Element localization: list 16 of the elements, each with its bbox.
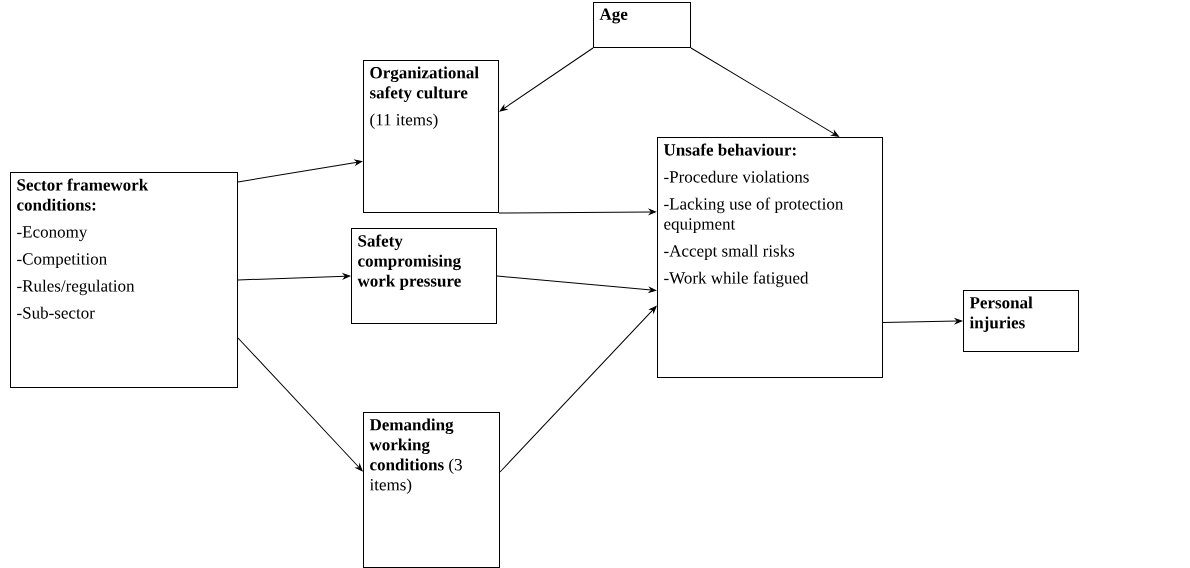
concept-box: Unsafe behaviour: -Procedure violations -Lacking use of protection equipment -Accept small risks -Work while fatigued <box>657 137 883 378</box>
arrow <box>499 47 594 112</box>
concept-box: Demanding working conditions (3 items) <box>363 412 500 568</box>
arrow <box>496 275 657 293</box>
arrow <box>499 306 657 473</box>
arrow <box>690 47 839 137</box>
arrow <box>237 337 363 472</box>
arrow <box>237 273 351 281</box>
arrow <box>882 318 963 324</box>
concept-box: Personal injuries <box>963 290 1079 352</box>
arrow <box>498 209 657 215</box>
arrow <box>237 159 363 183</box>
concept-box: Sector framework conditions: -Economy -Competition -Rules/regulation -Sub-sector <box>10 172 238 388</box>
concept-box: Age <box>593 2 691 48</box>
concept-box: Organizational safety culture (11 items) <box>363 60 499 213</box>
concept-box: Safety compromising work pressure <box>351 228 497 324</box>
